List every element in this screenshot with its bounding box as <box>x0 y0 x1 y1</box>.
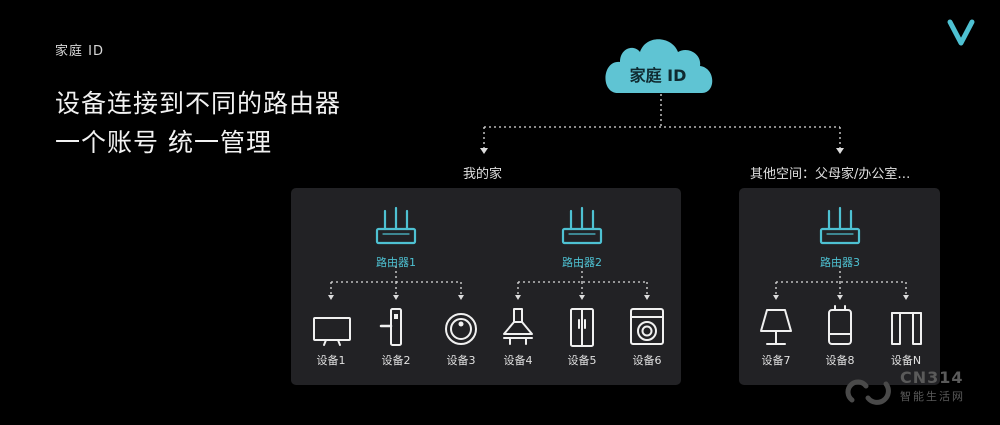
watermark: CN314 智能生活网 <box>900 368 965 404</box>
device-label: 设备1 <box>316 354 346 367</box>
other-group-title: 其他空间：父母家/办公室… <box>750 167 911 182</box>
gate-icon <box>891 312 922 345</box>
range-hood-icon <box>503 308 533 345</box>
home-group-title: 我的家 <box>463 167 503 182</box>
lamp-icon <box>760 309 792 345</box>
device-label: 设备7 <box>761 354 791 367</box>
water-heater-icon <box>828 305 852 345</box>
device-label: 设备2 <box>381 354 411 367</box>
device-label: 设备8 <box>825 354 855 367</box>
header-label: 家庭 ID <box>55 44 104 59</box>
brand-logo-icon <box>947 19 975 46</box>
smart-lock-icon <box>379 308 402 346</box>
washing-machine-icon <box>630 308 664 345</box>
device-label: 设备5 <box>567 354 597 367</box>
watermark-subtext: 智能生活网 <box>900 390 965 403</box>
router-label: 路由器3 <box>820 256 860 269</box>
robot-vacuum-icon <box>445 313 477 345</box>
headline-line-2: 一个账号 统一管理 <box>55 128 272 157</box>
router-label: 路由器1 <box>376 256 416 269</box>
refrigerator-icon <box>570 308 594 347</box>
device-label: 设备N <box>890 354 922 367</box>
cloud-label: 家庭 ID <box>629 66 687 85</box>
router-2-icon <box>561 206 603 245</box>
router-label: 路由器2 <box>562 256 602 269</box>
tv-icon <box>313 317 351 346</box>
router-3-icon <box>819 206 861 245</box>
device-label: 设备3 <box>446 354 476 367</box>
cloud-icon <box>605 39 713 93</box>
home-panel <box>291 188 681 385</box>
device-label: 设备6 <box>632 354 662 367</box>
watermark-text: CN314 <box>900 368 964 387</box>
watermark-logo-icon <box>845 379 891 405</box>
device-label: 设备4 <box>503 354 533 367</box>
router-1-icon <box>375 206 417 245</box>
headline-line-1: 设备连接到不同的路由器 <box>55 89 342 118</box>
